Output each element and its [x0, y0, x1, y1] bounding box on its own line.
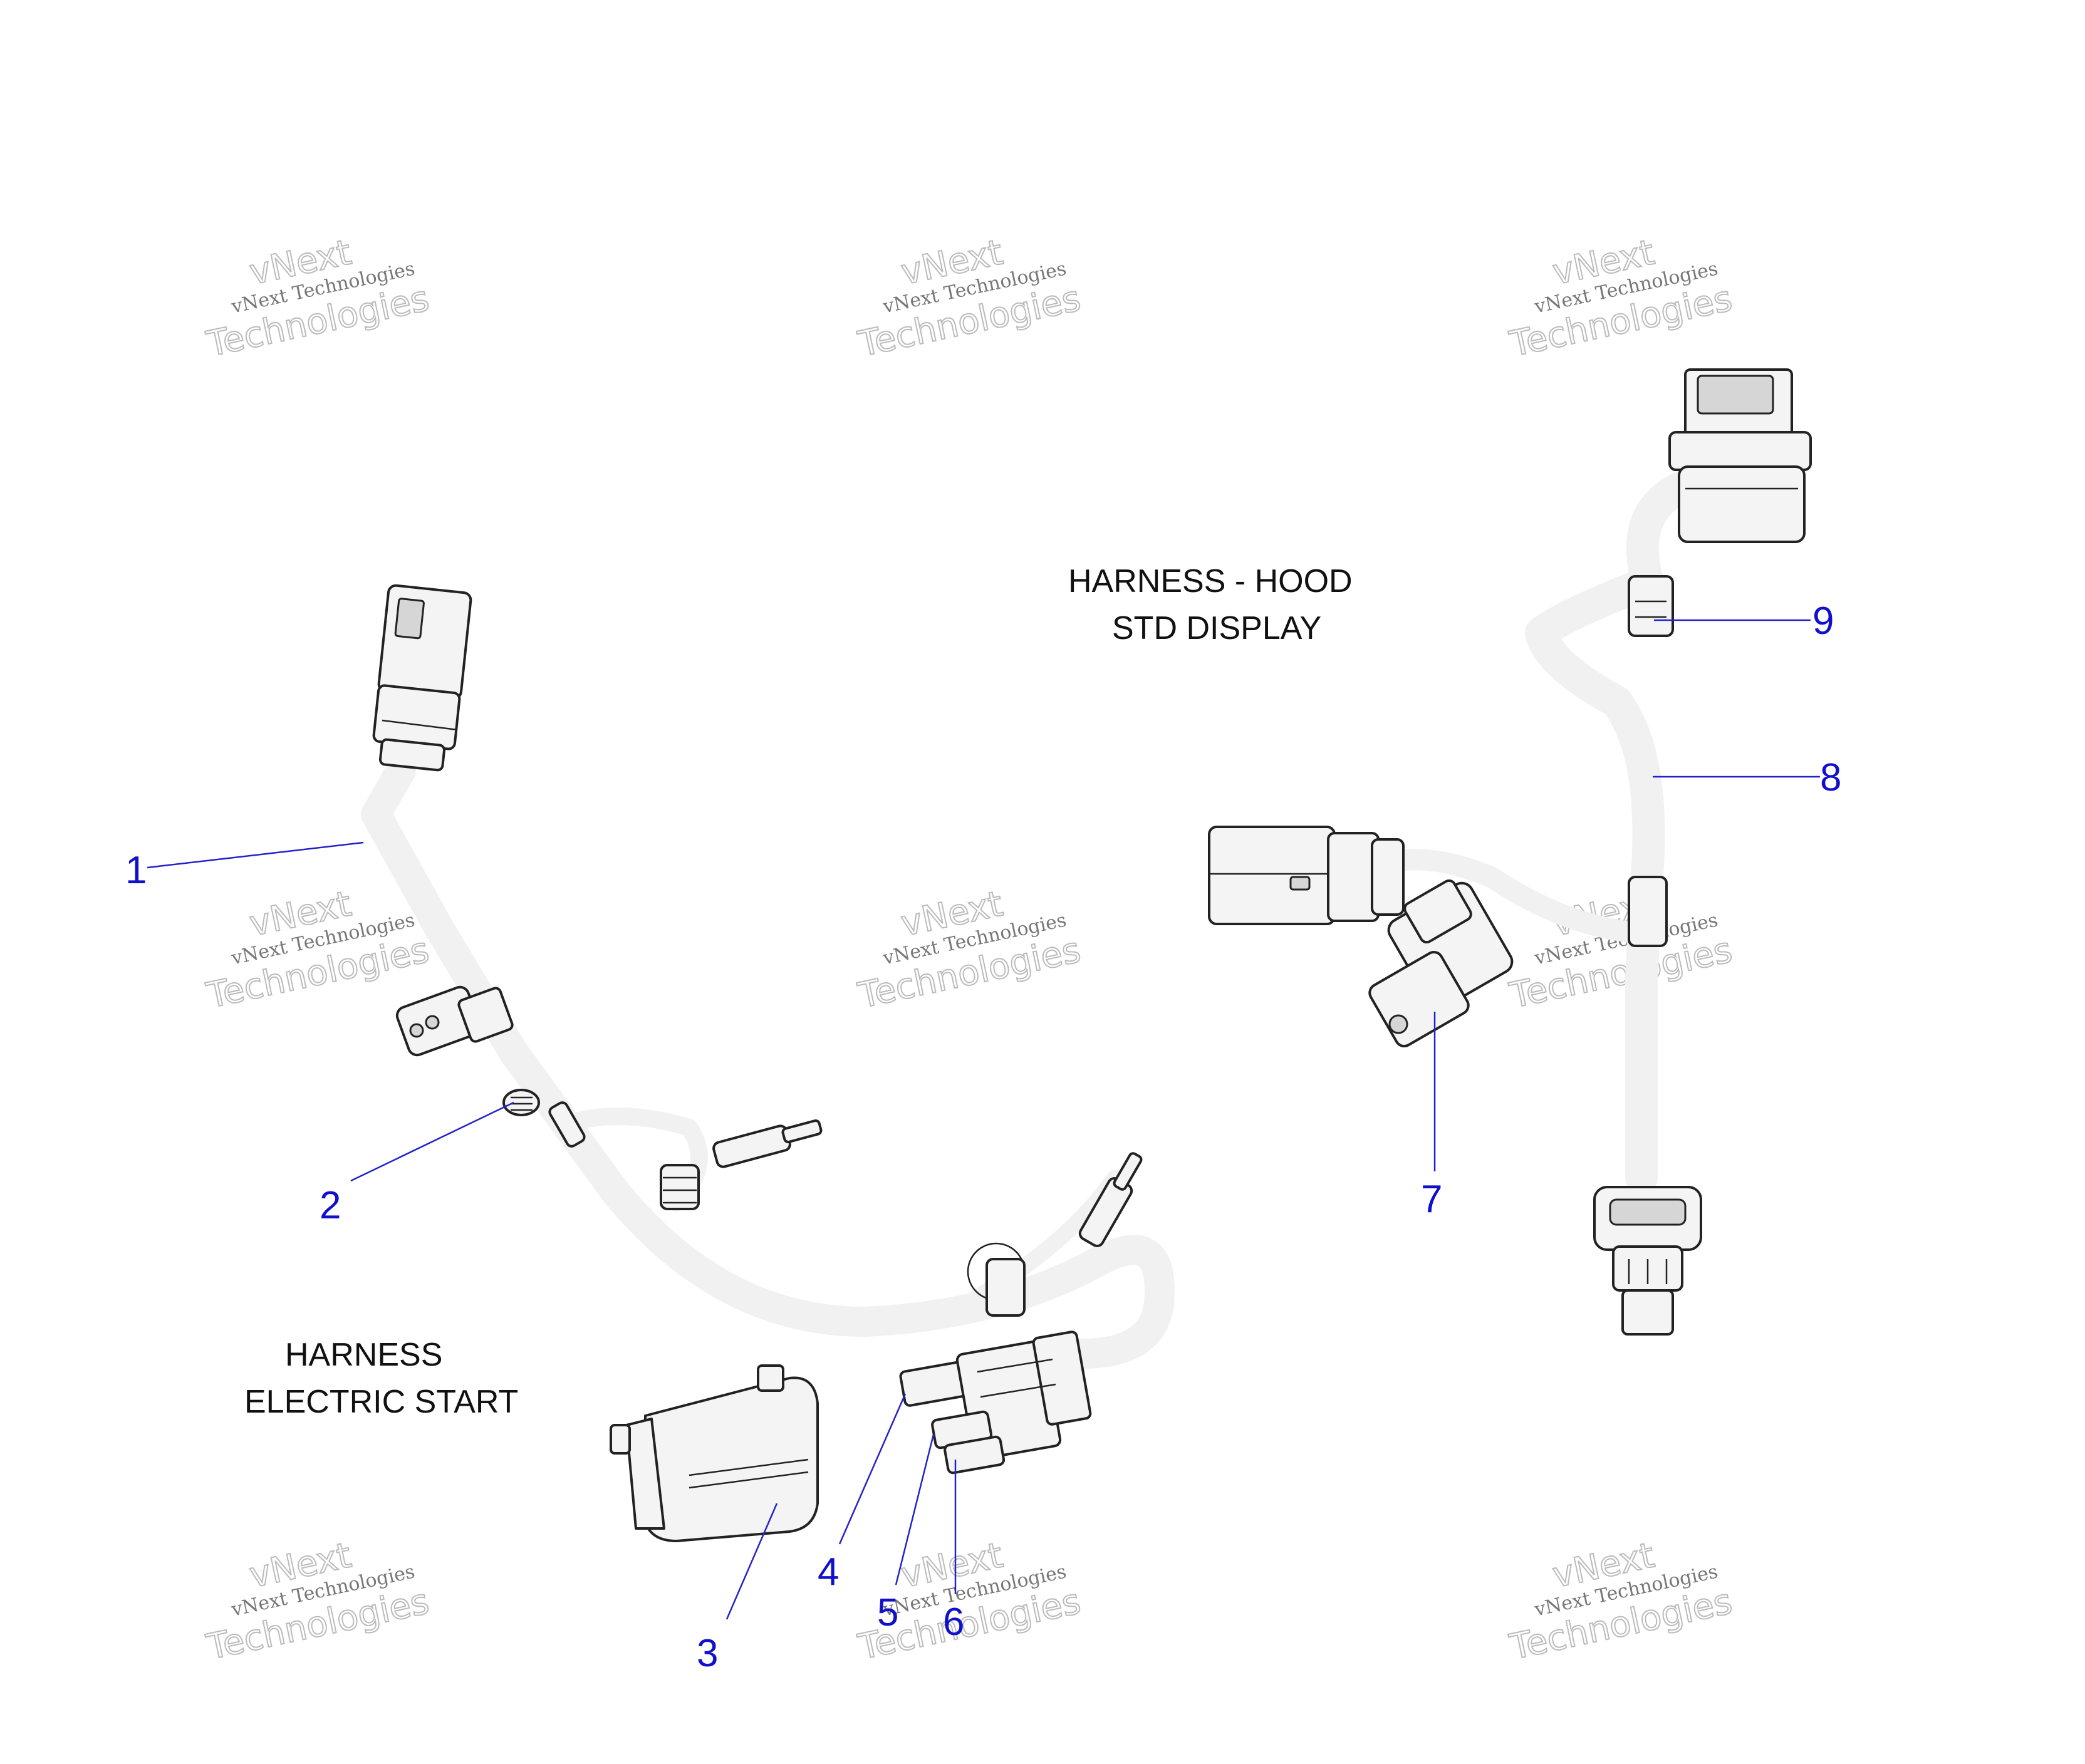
terminal-stud-right [1078, 1152, 1143, 1247]
label-electric-harness-line1: HARNESS [285, 1337, 442, 1373]
callout-5: 5 [877, 1591, 898, 1634]
callout-6: 6 [943, 1601, 964, 1644]
starter-relay [610, 1364, 819, 1542]
harness-clip [548, 1101, 586, 1148]
callout-7: 7 [1421, 1178, 1442, 1221]
callout-3: 3 [697, 1632, 718, 1675]
watermark: vNext vNext Technologies Technologies [202, 231, 433, 365]
leader-line-4 [838, 1393, 907, 1545]
watermark: vNext vNext Technologies Technologies [202, 883, 433, 1017]
callout-1: 1 [125, 849, 147, 892]
watermark: vNext vNext Technologies Technologies [1505, 231, 1736, 365]
watermark: vNext vNext Technologies Technologies [1505, 1534, 1736, 1668]
watermark: vNext vNext Technologies Technologies [854, 883, 1084, 1017]
grommet [502, 1089, 540, 1116]
callout-2: 2 [320, 1184, 341, 1227]
hood-harness [1208, 368, 1812, 1336]
callout-8: 8 [1820, 756, 1841, 799]
label-hood-harness-line2: STD DISPLAY [1112, 610, 1321, 646]
harness-clip-9 [1628, 575, 1674, 637]
connector-top [372, 584, 472, 772]
label-hood-harness-line1: HARNESS - HOOD [1068, 563, 1353, 599]
hood-connector-top [1668, 368, 1812, 543]
leader-line-1 [147, 841, 364, 869]
hood-connector-bottom [1593, 1186, 1702, 1336]
label-electric-harness-line2: ELECTRIC START [244, 1384, 518, 1420]
leader-lines [147, 619, 1820, 1620]
harness-clamp [967, 1242, 1026, 1317]
harness-clip-mid [1628, 876, 1668, 947]
leader-line-5 [895, 1434, 935, 1585]
callout-numbers: 1 2 3 4 5 6 7 8 9 [125, 599, 1841, 1675]
leader-line-3 [725, 1503, 778, 1620]
fuse-block [899, 1331, 1092, 1475]
hood-connector-left [1208, 826, 1405, 925]
callout-4: 4 [818, 1550, 839, 1594]
callout-9: 9 [1812, 599, 1834, 643]
assembly-labels: HARNESS - HOOD STD DISPLAY HARNESS ELECT… [244, 563, 1353, 1420]
coiled-clip [660, 1164, 700, 1210]
leader-line-2 [350, 1101, 514, 1182]
electric-start-harness [361, 584, 1175, 1542]
watermark: vNext vNext Technologies Technologies [202, 1534, 433, 1668]
hood-plug-7 [1368, 879, 1514, 1048]
connector-side-plug [395, 985, 514, 1057]
terminal-stud-upper [712, 1119, 823, 1168]
watermark: vNext vNext Technologies Technologies [854, 231, 1084, 365]
